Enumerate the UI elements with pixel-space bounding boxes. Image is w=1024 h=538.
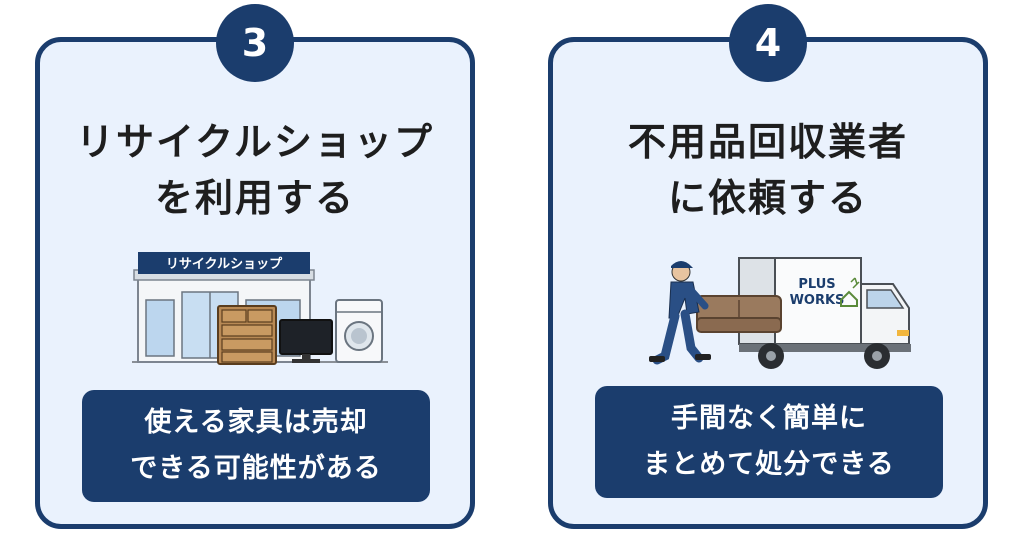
benefit-line2: まとめて処分できる (643, 449, 895, 480)
shop-sign-text: リサイクルショップ (166, 257, 283, 272)
recycle-shop-illustration: リサイクルショップ (132, 252, 388, 365)
house-logo-icon (840, 290, 858, 307)
truck-logo-line1: PLUS (798, 277, 835, 292)
card-title-line1: 不用品回収業者 (627, 120, 908, 164)
card-title-line2: を利用する (154, 176, 355, 220)
benefit-line2: できる可能性がある (130, 453, 382, 484)
step-number-badge: 4 (729, 4, 807, 82)
card-title-line1: リサイクルショップ (75, 120, 435, 164)
option-card-recycle-shop: 3 リサイクルショップ を利用する リサイクルショップ (35, 4, 475, 529)
benefit-box: 手間なく簡単に まとめて処分できる (595, 386, 943, 498)
benefit-line1: 使える家具は売却 (144, 407, 368, 438)
step-number-badge: 3 (216, 4, 294, 82)
benefit-line1: 手間なく簡単に (671, 403, 867, 434)
truck-logo-line2: WORKS (790, 293, 845, 308)
card-title: リサイクルショップ を利用する (40, 114, 470, 226)
card-title: 不用品回収業者 に依頼する (553, 114, 983, 226)
card-title-line2: に依頼する (667, 176, 868, 220)
collection-truck-illustration: PLUS WORKS (649, 257, 911, 369)
option-card-collection-service: 4 不用品回収業者 に依頼する PLUS WORKS (548, 4, 988, 529)
benefit-box: 使える家具は売却 できる可能性がある (82, 390, 430, 502)
